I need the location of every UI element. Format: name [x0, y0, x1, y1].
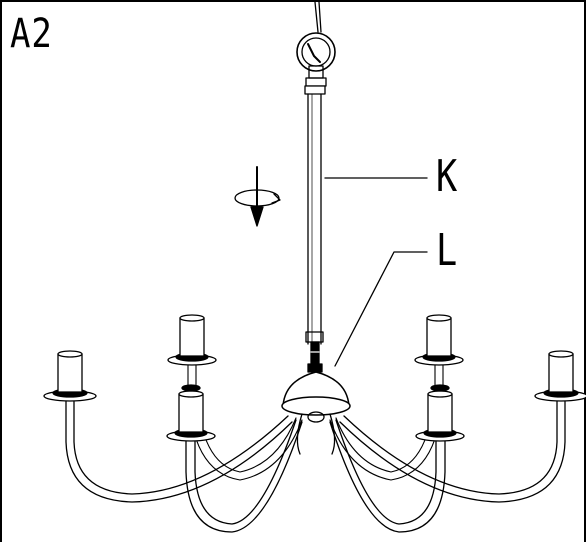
- rotate-arrow-icon: [234, 166, 281, 227]
- step-label: A2: [10, 11, 53, 57]
- candle-right-lower: [415, 384, 465, 442]
- part-label-k: K: [436, 151, 458, 202]
- chandelier-arms: [65, 361, 566, 533]
- hanging-ring: [296, 2, 336, 87]
- candle-right-upper: [414, 314, 464, 366]
- rod-k: [304, 85, 326, 365]
- candle-left-upper: [167, 314, 217, 366]
- candle-left-lower: [166, 384, 216, 442]
- candle-far-left: [43, 350, 97, 402]
- center-body-l: [281, 363, 351, 423]
- part-label-l: L: [436, 225, 458, 276]
- leader-line-l: [334, 251, 428, 367]
- candle-far-right: [534, 350, 586, 402]
